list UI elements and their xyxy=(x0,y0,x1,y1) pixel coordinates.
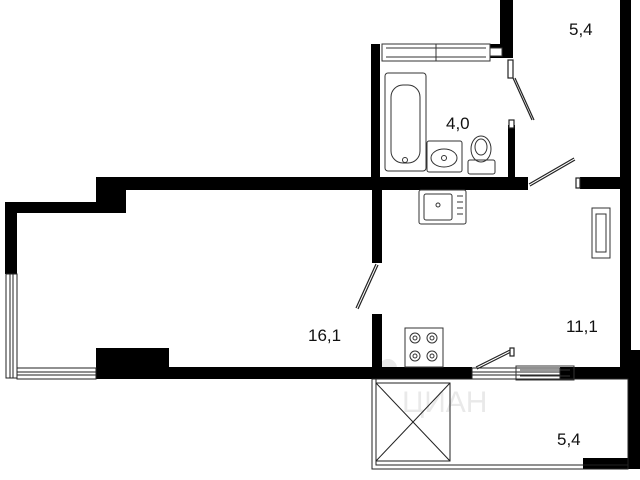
wall-segment xyxy=(620,350,640,379)
radiator-bathroom xyxy=(381,43,503,62)
balcony-cross-box xyxy=(375,382,451,462)
wall-segment xyxy=(96,367,472,379)
sink-bathroom xyxy=(426,140,463,173)
bathtub xyxy=(384,72,427,172)
walls xyxy=(5,0,640,469)
wall-segment xyxy=(508,125,515,180)
window-left xyxy=(5,273,18,379)
wall-segment xyxy=(583,458,640,469)
window-bottom-left xyxy=(16,367,97,380)
living-room-area-label: 16,1 xyxy=(308,326,341,345)
wall-segment xyxy=(628,379,640,469)
wall-segment xyxy=(372,180,382,263)
door-living-room xyxy=(355,263,379,310)
toilet xyxy=(467,135,496,175)
sink-kitchen xyxy=(418,189,467,225)
wall-segment xyxy=(500,0,513,58)
radiator-kitchen xyxy=(515,365,575,381)
wall-segment xyxy=(371,44,380,180)
stove xyxy=(404,327,444,368)
door-balcony xyxy=(475,347,515,370)
wall-segment xyxy=(372,314,382,378)
kitchen-area-label: 11,1 xyxy=(566,317,598,336)
hallway-area-label: 5,4 xyxy=(569,20,593,39)
door-bathroom xyxy=(528,157,581,189)
fixtures xyxy=(381,43,611,381)
wall-segment xyxy=(580,177,631,189)
door-hallway xyxy=(507,59,535,129)
doors xyxy=(355,59,581,370)
balcony-area-label: 5,4 xyxy=(557,430,581,449)
watermark-text: ЦИАН xyxy=(402,386,487,419)
wall-segment xyxy=(5,202,17,274)
wall-segment xyxy=(96,177,528,190)
radiator-hallway xyxy=(591,207,611,259)
wall-segment xyxy=(5,202,126,213)
room-labels: 5,4 4,0 16,1 11,1 5,4 xyxy=(308,20,598,449)
balcony xyxy=(371,378,629,470)
bathroom-area-label: 4,0 xyxy=(446,114,470,133)
